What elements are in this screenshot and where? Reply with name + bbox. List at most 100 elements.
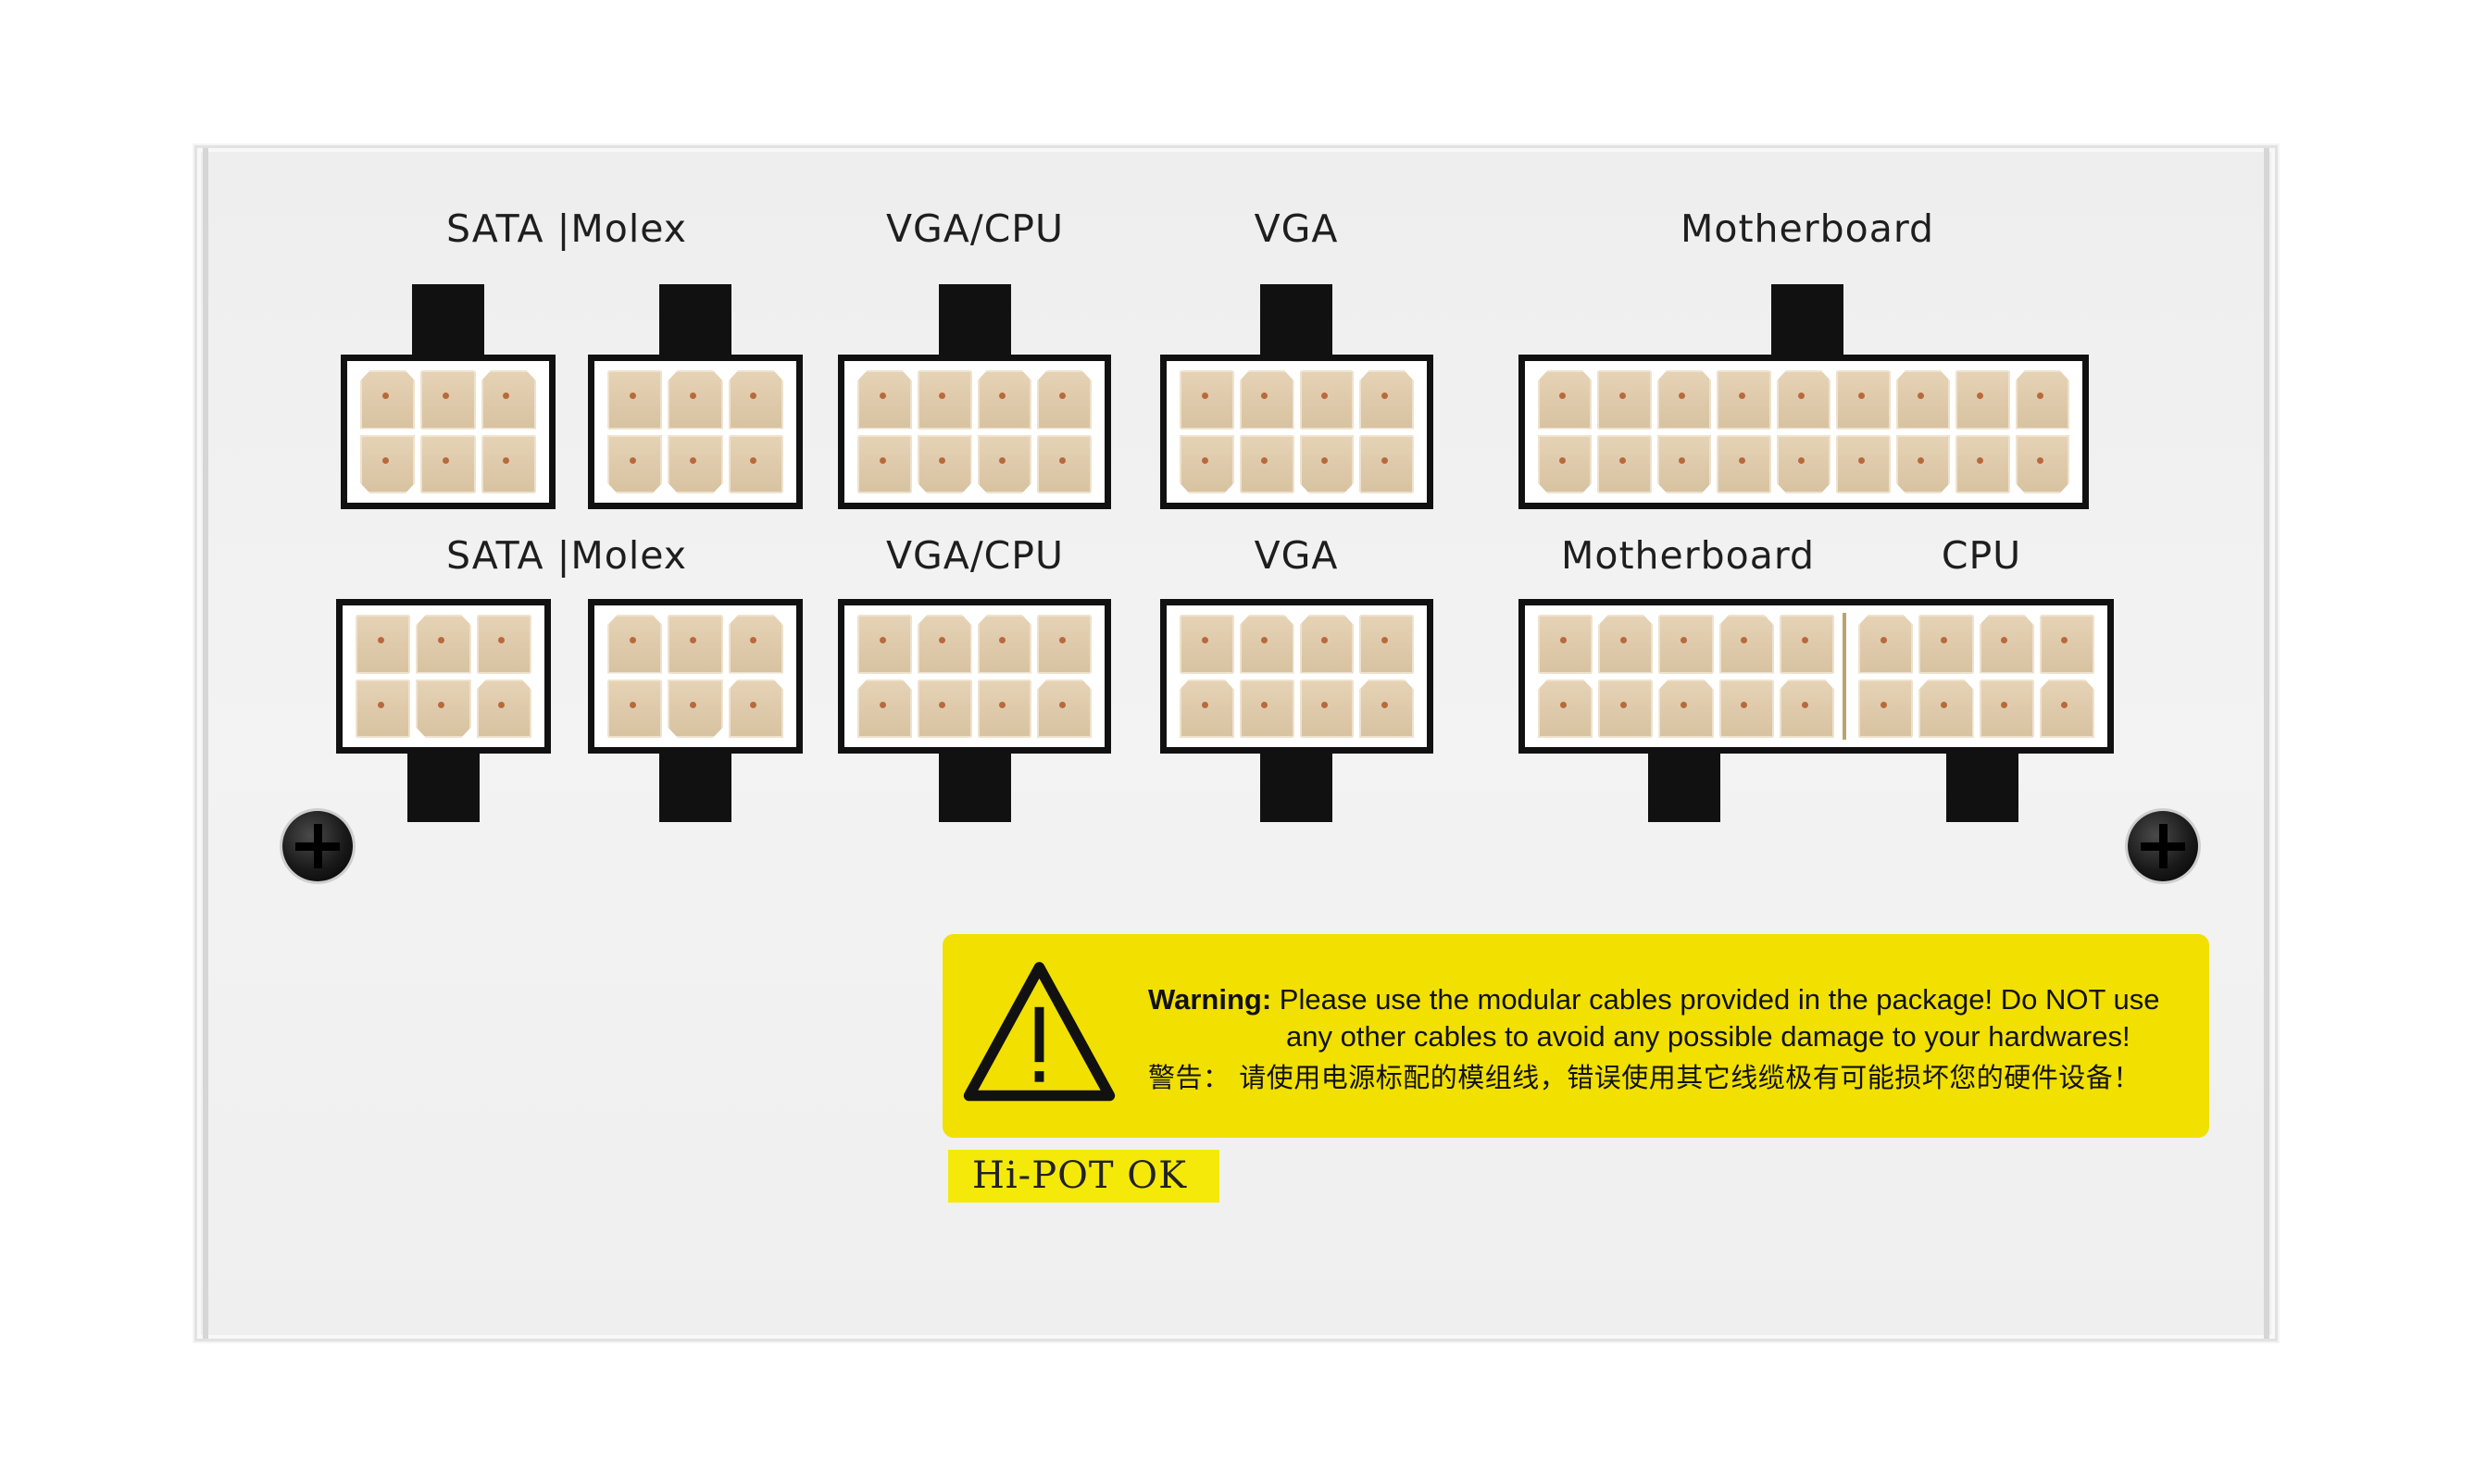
pin <box>416 615 471 674</box>
warning-cn-prefix: 警告： <box>1148 1062 1231 1093</box>
pin <box>2015 434 2069 493</box>
pin <box>1717 370 1771 430</box>
pin <box>481 370 536 430</box>
pin <box>1918 615 1974 674</box>
pin <box>356 615 411 674</box>
label-motherboard-bottom: Motherboard <box>1561 533 1815 578</box>
pin <box>1895 370 1951 430</box>
pin <box>668 615 723 674</box>
pin <box>1717 434 1771 493</box>
pin <box>1359 370 1414 430</box>
connector-sata-molex-4[interactable] <box>588 599 803 754</box>
label-vga-top: VGA <box>1254 206 1339 251</box>
connector-vga-cpu-2[interactable] <box>838 599 1111 754</box>
pin <box>857 679 912 738</box>
pin <box>917 679 972 738</box>
pin <box>668 370 723 430</box>
pin <box>857 370 912 430</box>
pin <box>1538 615 1593 674</box>
connector-sata-molex-2[interactable] <box>588 355 803 509</box>
pin <box>668 434 723 493</box>
pin <box>1836 434 1891 493</box>
pin <box>416 679 471 738</box>
pin <box>2015 370 2069 430</box>
pin <box>1955 434 2010 493</box>
pin <box>1359 679 1414 738</box>
connector-motherboard-1[interactable] <box>1518 355 2089 509</box>
pin <box>728 370 783 430</box>
pin <box>1299 615 1355 674</box>
connector-sata-molex-3[interactable] <box>336 599 551 754</box>
pin <box>476 679 531 738</box>
pin <box>1180 370 1234 430</box>
pin <box>917 434 972 493</box>
latch-tab <box>412 284 484 358</box>
latch-tab <box>1260 750 1332 822</box>
pin <box>1037 370 1092 430</box>
connector-vga-2[interactable] <box>1160 599 1433 754</box>
hipot-label: Hi-POT OK <box>948 1150 1219 1203</box>
connector-sata-molex-1[interactable] <box>341 355 556 509</box>
pin <box>1299 679 1355 738</box>
pin <box>1299 370 1355 430</box>
latch-tab <box>659 750 731 822</box>
latch-tab <box>1260 284 1332 358</box>
pin <box>1776 434 1831 493</box>
latch-tab <box>1648 750 1720 822</box>
pin <box>1180 615 1234 674</box>
pin <box>1858 679 1914 738</box>
label-motherboard-top: Motherboard <box>1681 206 1934 251</box>
pin <box>1895 434 1951 493</box>
pin <box>728 615 783 674</box>
pin <box>1979 615 2034 674</box>
warning-triangle-icon <box>963 962 1116 1102</box>
connector-motherboard-cpu[interactable] <box>1518 599 2114 754</box>
label-vga-cpu-top: VGA/CPU <box>885 206 1065 251</box>
connector-vga-1[interactable] <box>1160 355 1433 509</box>
latch-tab <box>659 284 731 358</box>
pin <box>1776 370 1831 430</box>
screw-right-icon <box>2128 811 2198 881</box>
pin <box>607 615 663 674</box>
pin <box>1979 679 2034 738</box>
pin <box>1718 679 1774 738</box>
latch-tab <box>407 750 480 822</box>
pin <box>607 370 663 430</box>
pin <box>1656 370 1712 430</box>
pin <box>857 434 912 493</box>
pin <box>2039 679 2094 738</box>
pin <box>1658 679 1714 738</box>
pin <box>607 679 663 738</box>
pin <box>1239 370 1294 430</box>
pin <box>2039 615 2094 674</box>
warning-text-1: Please use the modular cables provided i… <box>1279 983 2160 1016</box>
pin <box>1538 370 1593 430</box>
pin <box>1538 434 1593 493</box>
pin <box>917 615 972 674</box>
pin <box>1239 615 1294 674</box>
pin <box>977 434 1032 493</box>
pin <box>1658 615 1714 674</box>
pin <box>1299 434 1355 493</box>
pin <box>1779 615 1835 674</box>
pin <box>1918 679 1974 738</box>
latch-tab <box>1946 750 2018 822</box>
warning-sticker: Warning: Please use the modular cables p… <box>943 934 2209 1138</box>
pin <box>1538 679 1593 738</box>
label-vga-cpu-bottom: VGA/CPU <box>885 533 1065 578</box>
pin <box>977 370 1032 430</box>
pin <box>420 370 476 430</box>
pin <box>360 370 416 430</box>
label-sata-molex-bottom: SATA |Molex <box>445 533 688 578</box>
pin <box>857 615 912 674</box>
pin <box>1598 679 1654 738</box>
pin <box>1955 370 2010 430</box>
pin <box>1598 615 1654 674</box>
pin <box>1037 434 1092 493</box>
warning-line-1: Warning: Please use the modular cables p… <box>1148 985 2159 1014</box>
connector-vga-cpu-1[interactable] <box>838 355 1111 509</box>
pin <box>607 434 663 493</box>
pin <box>1718 615 1774 674</box>
pin <box>1597 370 1652 430</box>
pin <box>1359 434 1414 493</box>
